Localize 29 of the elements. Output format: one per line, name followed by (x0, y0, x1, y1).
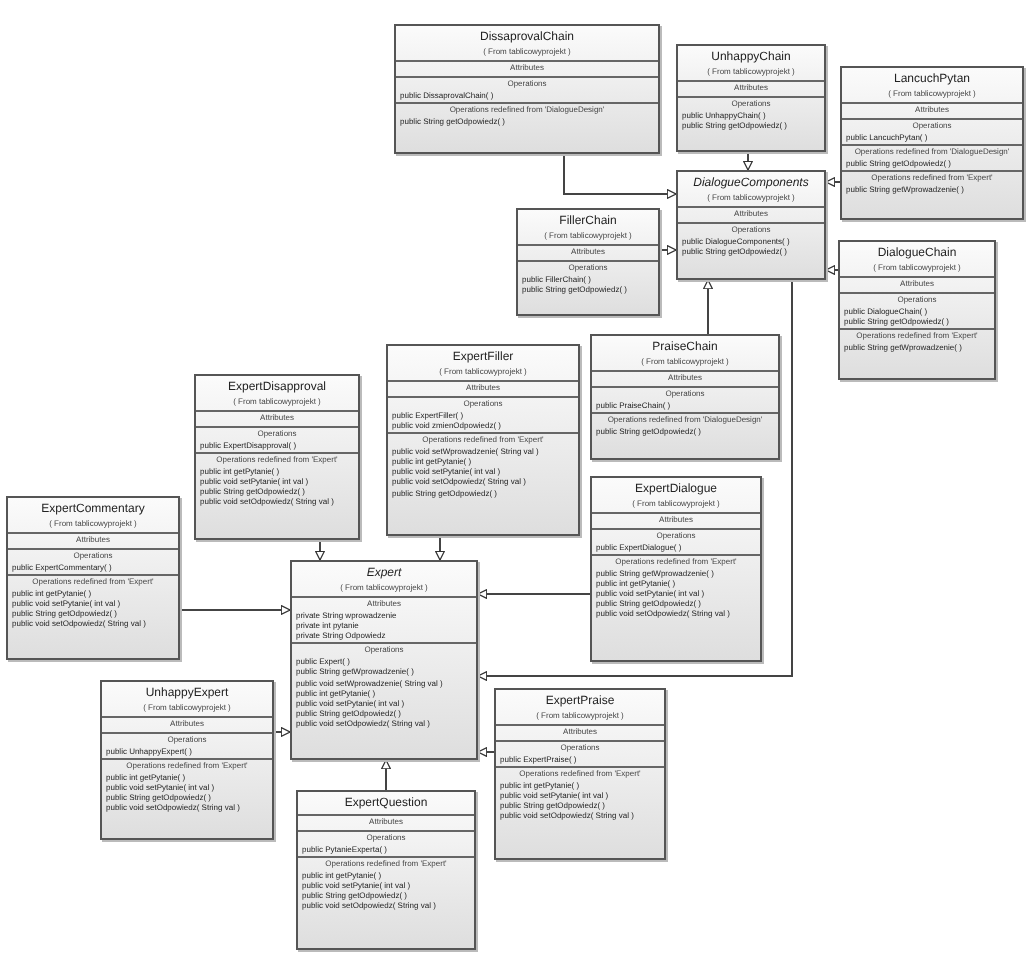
class-box (100, 680, 274, 840)
generalization-arrow (273, 727, 291, 737)
generalization-arrow (381, 759, 391, 791)
class-box (296, 790, 476, 950)
generalization-arrow (179, 605, 291, 615)
generalization-arrow (477, 747, 495, 757)
class-box (6, 496, 180, 660)
generalization-arrow (315, 539, 325, 561)
class-box (194, 374, 360, 540)
class-box (838, 240, 996, 380)
class-box (676, 170, 826, 280)
class-box (494, 688, 666, 860)
class-box (386, 344, 580, 536)
generalization-arrow (659, 245, 677, 255)
generalization-arrow (477, 589, 591, 599)
class-box (394, 24, 660, 154)
generalization-arrow (703, 279, 713, 335)
generalization-arrow (743, 151, 753, 171)
generalization-arrow (435, 535, 445, 561)
generalization-arrow (825, 177, 841, 187)
class-box (516, 208, 660, 316)
generalization-arrow (563, 153, 677, 199)
class-box (676, 44, 826, 152)
class-box (590, 334, 780, 460)
class-box (290, 560, 478, 760)
class-box (590, 476, 762, 662)
class-box (840, 66, 1024, 220)
generalization-arrow (477, 279, 793, 681)
generalization-arrow (825, 265, 839, 275)
